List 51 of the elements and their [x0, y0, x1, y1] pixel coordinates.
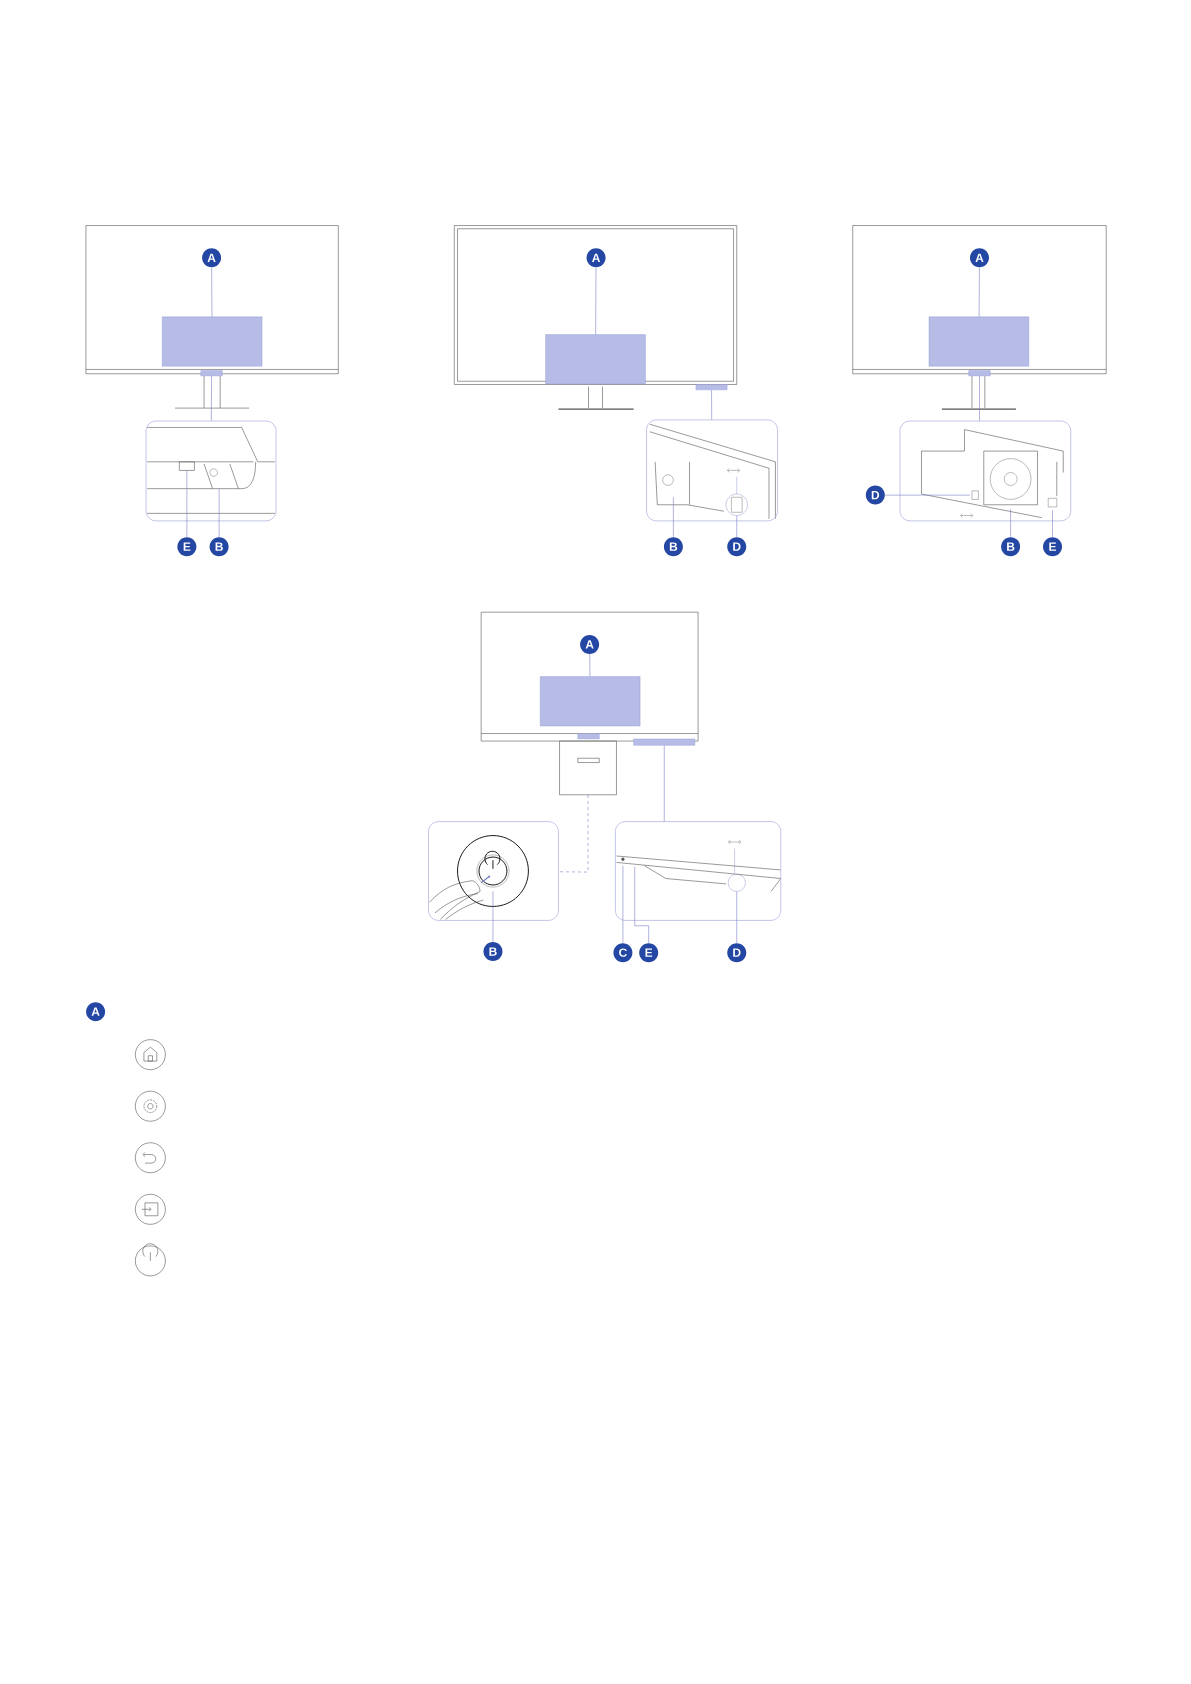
callout-number: D [727, 537, 747, 557]
callout-number: B [483, 942, 503, 962]
button-highlight [200, 370, 223, 377]
callout-number: B [209, 537, 229, 557]
leader-line [186, 470, 188, 538]
button-panel [161, 316, 263, 367]
picture [615, 821, 782, 921]
picture [428, 821, 559, 921]
callout-number: A [86, 1002, 106, 1022]
callout-number: D [865, 485, 885, 505]
button-highlight [968, 370, 991, 377]
leader-line [1010, 508, 1011, 538]
circle-mark [727, 874, 746, 892]
leader-line [736, 515, 738, 538]
leader-line [589, 653, 591, 677]
leader-line [673, 496, 674, 538]
leader-line [622, 865, 624, 944]
button-panel [545, 334, 646, 385]
connector-line [711, 389, 712, 420]
leader-line [595, 267, 597, 335]
leader-line [218, 488, 220, 538]
leader-line [978, 267, 980, 317]
callout-number: A [202, 248, 222, 268]
picture [145, 420, 277, 522]
callout-number: E [1043, 537, 1062, 557]
callout-number: A [580, 634, 600, 654]
button-panel [928, 316, 1030, 367]
leader-line [492, 891, 494, 943]
leader-line [211, 267, 213, 317]
callout-number: A [969, 248, 989, 268]
connector-line [558, 794, 589, 873]
leader-line [1052, 509, 1053, 538]
callout-number: B [1001, 537, 1021, 557]
leader-line [634, 866, 649, 944]
circle-mark [725, 493, 748, 516]
stand-drawing [559, 740, 617, 796]
connector-line [663, 745, 665, 822]
leader-line [884, 494, 971, 496]
connector-line [211, 375, 212, 421]
button-highlight [633, 738, 696, 746]
callout-number: E [177, 537, 197, 557]
leader-line [736, 891, 738, 944]
button-highlight [695, 384, 728, 391]
callout-number: D [727, 943, 747, 963]
button-panel [540, 676, 641, 727]
connector-line [979, 375, 980, 421]
callout-number: C [613, 943, 633, 963]
callout-number: E [639, 943, 659, 963]
callout-number: B [663, 537, 683, 557]
callout-number: A [586, 248, 606, 268]
picture [899, 420, 1072, 522]
